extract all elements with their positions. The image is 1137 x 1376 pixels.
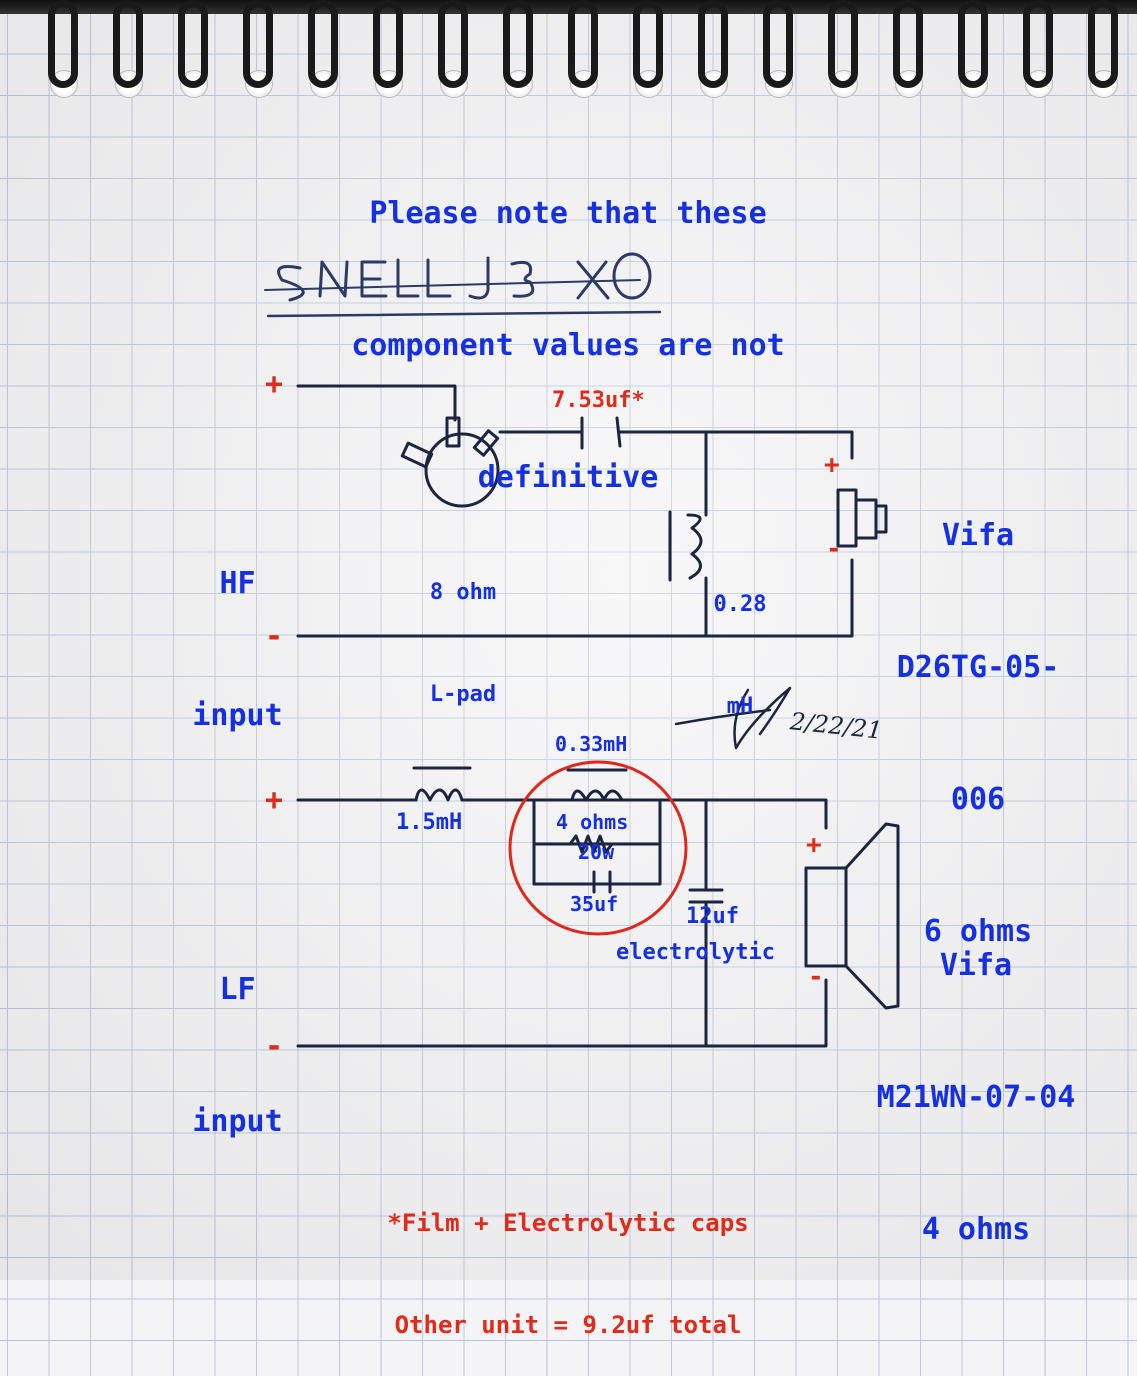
- binding-ring: [568, 0, 598, 88]
- lf-input-line: input: [192, 1104, 283, 1139]
- woofer-plus: +: [806, 830, 822, 860]
- binding-ring: [308, 0, 338, 88]
- notch-capacitor-label: 35uf: [570, 892, 619, 916]
- tweeter-symbol: [836, 488, 858, 548]
- lf-circuit: [296, 766, 900, 1048]
- lf-series-inductor-symbol: [414, 788, 464, 802]
- notch-highlight-circle: [508, 760, 688, 936]
- hf-minus-terminal: -: [265, 619, 284, 654]
- woofer-minus: -: [808, 962, 824, 992]
- tweeter-line: 6 ohms: [923, 914, 1033, 949]
- binding-ring: [438, 0, 468, 88]
- hf-input-line: HF: [219, 566, 256, 601]
- tweeter-plus: +: [824, 450, 840, 480]
- woofer-symbol: [804, 866, 848, 968]
- binding-ring: [1023, 0, 1053, 88]
- binding-ring: [503, 0, 533, 88]
- tweeter-line: Vifa: [941, 518, 1015, 553]
- binding-ring: [178, 0, 208, 88]
- hf-circuit: [296, 384, 888, 638]
- footnote-line: Other unit = 9.2uf total: [394, 1311, 742, 1339]
- binding-ring: [373, 0, 403, 88]
- lf-inductor-label: 1.5mH: [396, 810, 463, 835]
- woofer-line: 4 ohms: [921, 1212, 1031, 1247]
- disclaimer-line: component values are not: [351, 328, 785, 363]
- binding-ring: [698, 0, 728, 88]
- lpad-label: 8 ohm L-pad: [408, 508, 518, 746]
- footnote: *Film + Electrolytic caps Other unit = 9…: [318, 1138, 818, 1376]
- woofer-label: Vifa M21WN-07-04 4 ohms: [850, 856, 1102, 1296]
- hf-inductor-symbol: [686, 513, 703, 580]
- hf-input-label: HF input: [180, 474, 295, 782]
- woofer-line: M21WN-07-04: [876, 1080, 1076, 1115]
- binding-ring: [828, 0, 858, 88]
- lf-input-label: LF input: [180, 880, 295, 1188]
- lpad-line: L-pad: [429, 682, 497, 707]
- notch-inductor-label: 0.33mH: [555, 732, 628, 756]
- hf-inductor-line: 0.28: [713, 592, 767, 617]
- hf-plus-terminal: +: [265, 367, 284, 402]
- woofer-line: Vifa: [939, 948, 1013, 983]
- hf-inductor-label: 0.28 mH: [700, 520, 780, 758]
- notch-network: [532, 798, 662, 886]
- binding-ring: [893, 0, 923, 88]
- tweeter-line: 006: [950, 782, 1006, 817]
- binding-ring: [243, 0, 273, 88]
- notch-resistor-wattage: 20w: [578, 840, 615, 864]
- hf-capacitor-label: 7.53uf*: [552, 388, 645, 413]
- binding-ring: [1088, 0, 1118, 88]
- shunt-capacitor-label: 12uf: [686, 904, 739, 929]
- binding-ring: [48, 0, 78, 88]
- signature: [674, 686, 792, 750]
- hf-input-line: input: [192, 698, 283, 733]
- disclaimer-line: definitive: [477, 460, 659, 495]
- tweeter-minus: -: [826, 534, 842, 564]
- tweeter-label: Vifa D26TG-05- 006 6 ohms: [868, 426, 1088, 998]
- lpad-line: 8 ohm: [429, 580, 497, 605]
- shunt-capacitor-symbol: [688, 888, 724, 904]
- hf-inductor-line: mH: [726, 694, 754, 719]
- title-handwriting: [264, 252, 662, 318]
- crossover-schematic: [264, 252, 900, 1048]
- lf-minus-terminal: -: [265, 1029, 284, 1064]
- tweeter-line: D26TG-05-: [896, 650, 1060, 685]
- footnote-line: *Film + Electrolytic caps: [387, 1209, 749, 1237]
- notch-resistor-label: 4 ohms: [556, 810, 629, 834]
- binding-ring: [113, 0, 143, 88]
- lf-input-line: LF: [219, 972, 256, 1007]
- shunt-capacitor-type: electrolytic: [616, 940, 775, 965]
- binding-ring: [958, 0, 988, 88]
- binding-ring: [633, 0, 663, 88]
- lf-plus-terminal: +: [265, 783, 284, 818]
- binding-ring: [763, 0, 793, 88]
- disclaimer-note: Please note that these component values …: [268, 104, 868, 544]
- lpad-symbol: [424, 432, 500, 508]
- disclaimer-line: Please note that these: [369, 196, 767, 231]
